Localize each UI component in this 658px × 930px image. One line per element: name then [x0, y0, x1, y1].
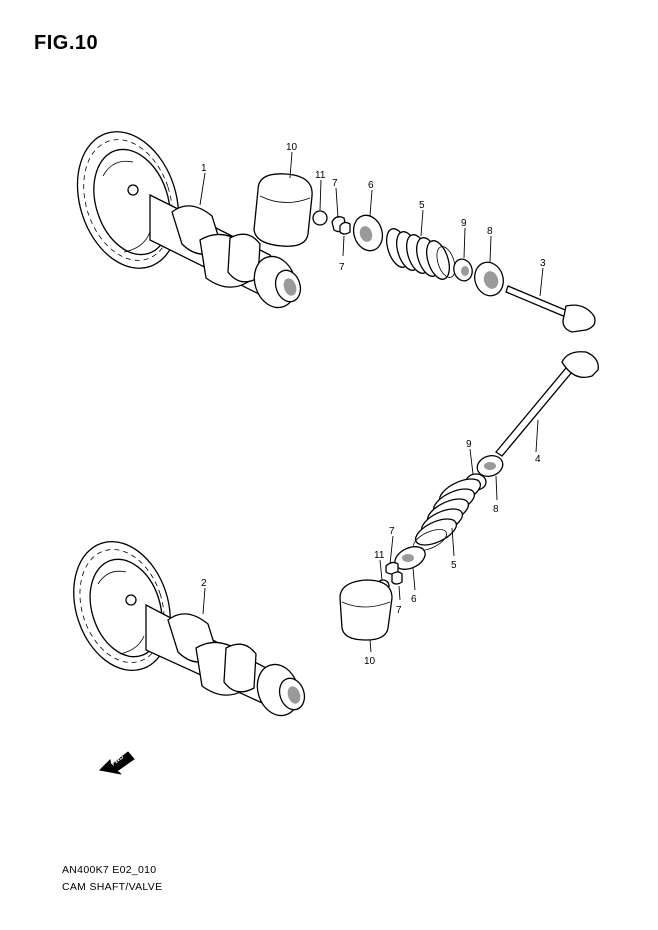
shim-upper[interactable]	[312, 210, 328, 226]
seal-upper[interactable]	[451, 257, 475, 283]
tappet-lower[interactable]	[339, 579, 393, 641]
label-shim-upper: 11	[315, 170, 326, 181]
fwd-arrow-icon: FWD	[98, 751, 135, 775]
camshaft-1[interactable]	[61, 119, 305, 313]
diagram-caption: CAM SHAFT/VALVE	[62, 881, 163, 893]
label-spring-lower: 5	[451, 560, 457, 571]
camshaft-2[interactable]	[58, 529, 309, 721]
label-cotter-lower-b: 7	[396, 605, 402, 616]
figure-title: FIG.10	[34, 32, 99, 54]
label-shim-lower: 11	[374, 550, 385, 561]
label-cotter-upper-a: 7	[332, 178, 338, 189]
label-spring-upper: 5	[419, 200, 425, 211]
tappet-upper[interactable]	[253, 173, 313, 247]
label-seal-upper: 9	[461, 218, 467, 229]
label-retainer-upper: 6	[368, 180, 374, 191]
valve-exhaust[interactable]	[505, 285, 596, 333]
label-seat-upper: 8	[487, 226, 493, 237]
spring-lower[interactable]	[410, 474, 484, 555]
label-camshaft-2: 2	[201, 578, 207, 589]
label-cotter-lower-a: 7	[389, 526, 395, 537]
camshaft-1-sprocket	[76, 131, 180, 269]
label-seat-lower: 8	[493, 504, 499, 515]
label-tappet-upper: 10	[286, 142, 298, 153]
label-seal-lower: 9	[466, 439, 472, 450]
cotter-lower[interactable]	[385, 561, 403, 585]
label-tappet-lower: 10	[364, 656, 376, 667]
spring-upper[interactable]	[382, 226, 458, 282]
seat-lower[interactable]	[475, 452, 506, 479]
cotter-upper[interactable]	[331, 216, 351, 235]
label-valve-exhaust: 3	[540, 258, 546, 269]
label-valve-intake: 4	[535, 454, 541, 465]
label-cotter-upper-b: 7	[339, 262, 345, 273]
label-camshaft-1: 1	[201, 163, 207, 174]
retainer-upper[interactable]	[349, 212, 387, 255]
seat-upper[interactable]	[470, 259, 507, 300]
valve-intake[interactable]	[495, 351, 599, 457]
label-retainer-lower: 6	[411, 594, 417, 605]
diagram-code: AN400K7 E02_010	[62, 864, 157, 876]
